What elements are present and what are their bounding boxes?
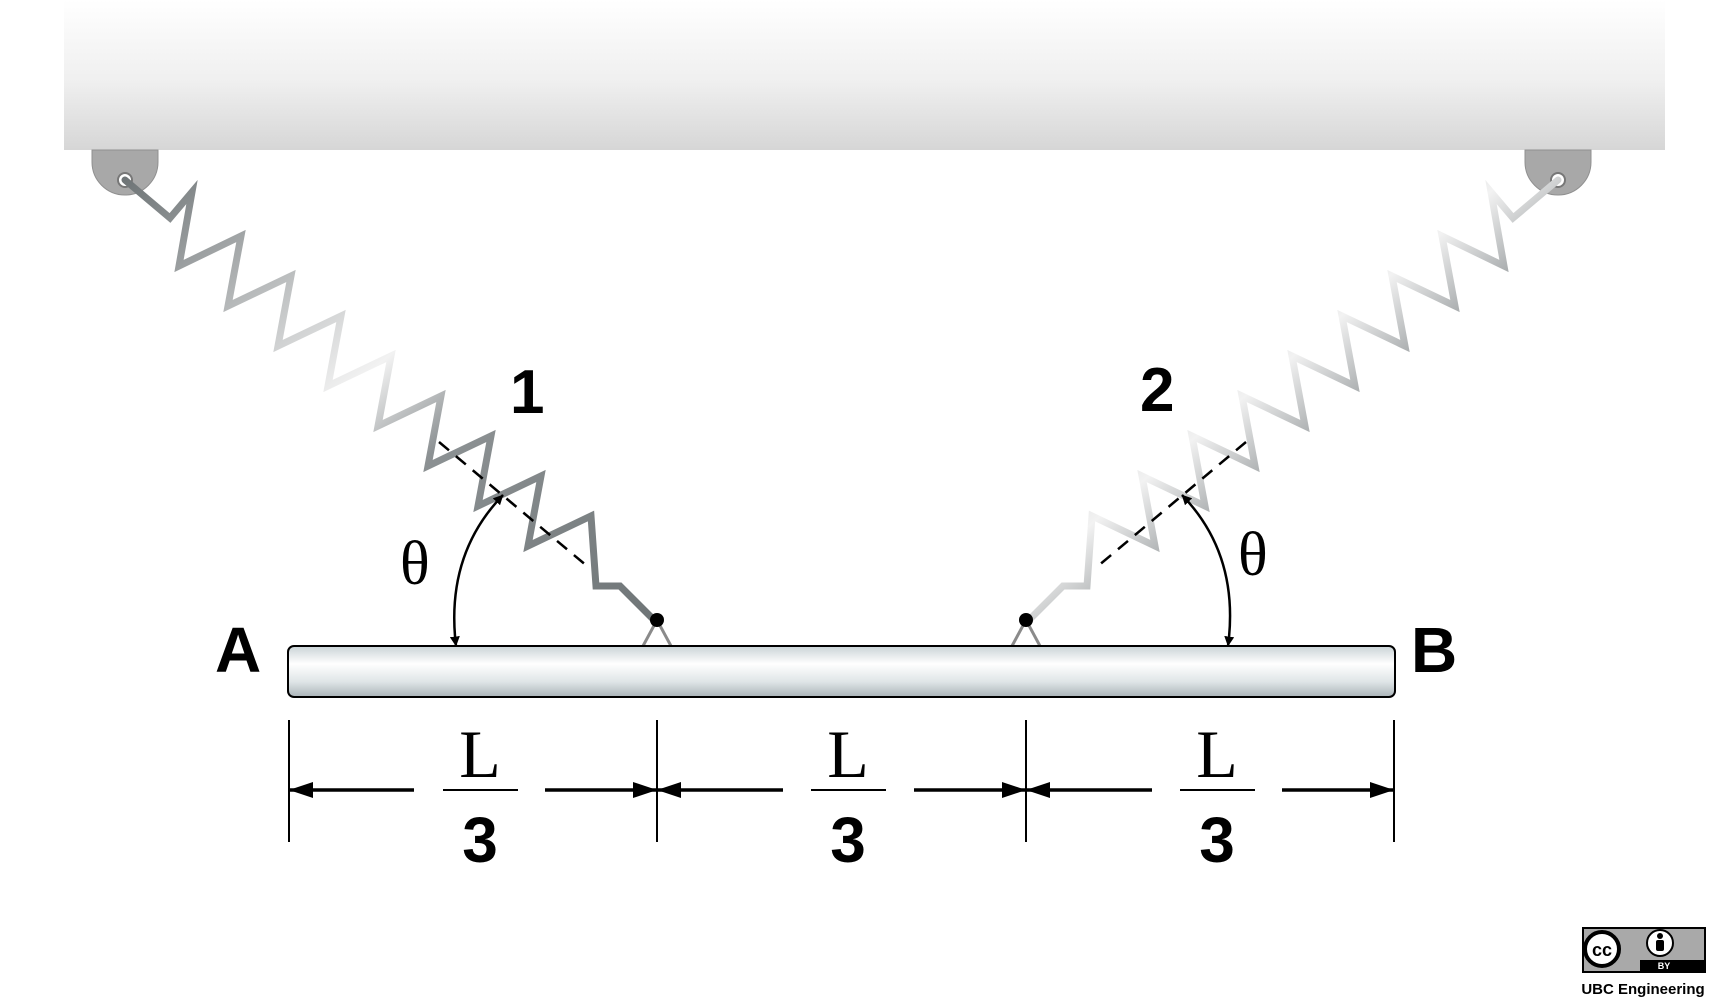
end-label-a: A [215, 614, 261, 686]
dimension-label-3: L 3 [1180, 716, 1255, 876]
svg-text:cc: cc [1592, 940, 1612, 960]
spring-2-axis-line [1097, 441, 1247, 567]
spring-label-1: 1 [510, 358, 544, 427]
pin-support-1 [641, 613, 673, 647]
dimension-label-2: L 3 [811, 716, 886, 876]
ceiling [64, 0, 1665, 150]
cc-by-license-badge: cc BY [1582, 927, 1706, 973]
angle-arc-right [1181, 494, 1235, 647]
right-ceiling-bracket [1524, 149, 1592, 196]
dim-numerator: L [827, 716, 869, 792]
attribution-person-icon [1646, 929, 1674, 957]
dim-denominator: 3 [1199, 804, 1235, 876]
dim-numerator: L [459, 716, 501, 792]
spring-1 [121, 176, 658, 624]
spring-label-2: 2 [1140, 356, 1174, 425]
dim-denominator: 3 [830, 804, 866, 876]
dim-numerator: L [1196, 716, 1238, 792]
beam [287, 645, 1396, 698]
creative-commons-icon: cc [1583, 930, 1621, 968]
angle-label-left: θ [400, 530, 430, 598]
license-credit: UBC Engineering [1581, 981, 1704, 998]
spring-2 [1025, 176, 1562, 624]
end-label-b: B [1411, 614, 1457, 686]
dim-denominator: 3 [462, 804, 498, 876]
spring-1-axis-line [438, 441, 588, 567]
dimension-label-1: L 3 [443, 716, 518, 876]
angle-arc-left [449, 494, 504, 647]
angle-label-right: θ [1238, 521, 1268, 589]
left-ceiling-bracket [91, 149, 159, 196]
by-mark: BY [1658, 961, 1671, 971]
pin-support-2 [1010, 613, 1042, 647]
